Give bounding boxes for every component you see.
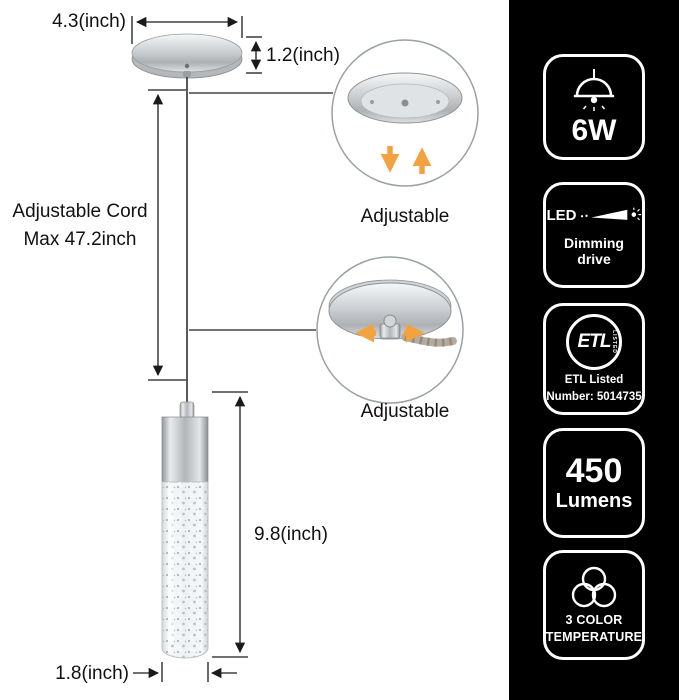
etl-logo: ETL LISTED	[566, 313, 622, 370]
badge-color-temperature: 3 COLOR TEMPERATURE	[543, 550, 645, 660]
pendant-width-dimension	[133, 662, 237, 682]
pendant-connector	[179, 401, 195, 419]
etl-number-label: Number: 5014735	[546, 391, 642, 403]
etl-listed-vertical: LISTED	[611, 329, 617, 354]
canopy-height-label: 1.2(inch)	[266, 45, 340, 66]
badge-etl: ETL LISTED ETL Listed Number: 5014735	[543, 303, 645, 415]
cord-label-line2: Max 47.2inch	[23, 229, 136, 250]
lumens-unit: Lumens	[555, 489, 633, 512]
lumens-value: 450	[565, 451, 623, 490]
color-temp-line1: 3 COLOR	[565, 613, 623, 627]
color-temp-line2: TEMPERATURE	[545, 630, 643, 644]
pendant-lamp-icon	[573, 69, 615, 111]
canopy-screw	[184, 63, 190, 69]
etl-listed-label: ETL Listed	[564, 373, 624, 386]
canopy-width-dimension	[131, 16, 243, 44]
pendant-chrome-cap	[161, 416, 209, 483]
pendant-height-dimension	[212, 391, 248, 658]
canopy-height-dimension	[246, 36, 262, 74]
led-dimming-row: LED	[547, 203, 642, 227]
badge-lumens: 450 Lumens	[543, 428, 645, 538]
ceiling-canopy	[131, 33, 243, 79]
led-label: LED	[546, 206, 577, 224]
badge-dimming: LED Dimming drive	[543, 182, 645, 288]
badge-wattage: 6W	[543, 54, 645, 160]
canopy-width-label: 4.3(inch)	[52, 11, 126, 32]
cord-nub	[183, 71, 191, 77]
trefoil-icon	[571, 566, 617, 608]
pendant-height-label: 9.8(inch)	[254, 524, 328, 545]
dimension-diagram: 4.3(inch) 1.2(inch) Adjustable Cord Max …	[12, 11, 479, 684]
dimming-wedge-icon	[580, 207, 641, 221]
canopy-center-hole	[401, 99, 409, 107]
feature-panel: 6W LED Dimming drive ETL	[509, 0, 679, 700]
pendant-light	[161, 401, 209, 659]
cord-label-line1: Adjustable Cord	[12, 201, 147, 222]
cord-grip-knob	[383, 314, 397, 328]
pendant-width-label: 1.8(inch)	[55, 663, 129, 684]
wattage-value: 6W	[571, 114, 617, 147]
cord-length-dimension	[148, 89, 186, 381]
callout-canopy-adjust	[331, 39, 479, 187]
crystal-highlight	[168, 488, 174, 644]
etl-logo-text: ETL	[577, 330, 612, 352]
adjustable-label-mid: Adjustable	[361, 401, 450, 422]
adjustable-label-top: Adjustable	[361, 206, 450, 227]
callout-cord-adjust	[316, 256, 464, 404]
dimming-drive-label: Dimming drive	[564, 235, 624, 267]
